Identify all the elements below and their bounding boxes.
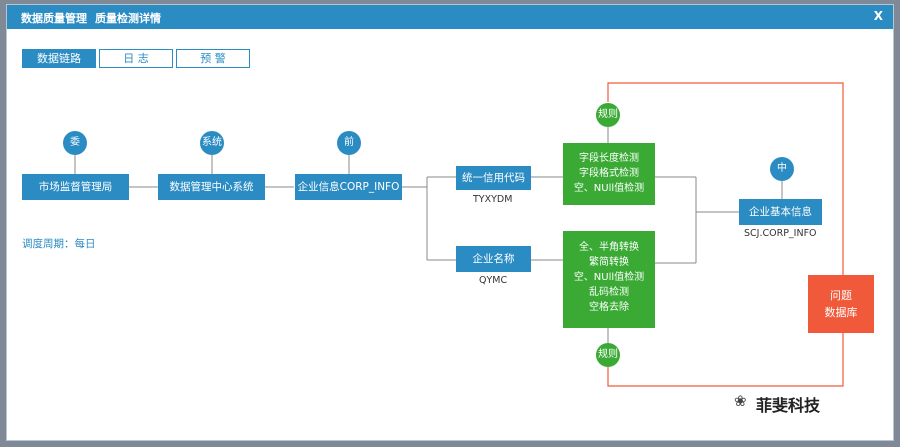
rule-item: 全、半角转换	[579, 242, 639, 253]
enterprise-basic-info-table: SCJ.CORP_INFO	[744, 228, 817, 239]
title-data-quality: 数据质量管理	[21, 12, 87, 25]
close-button[interactable]: X	[873, 9, 883, 23]
rule-item: 字段长度检测	[579, 153, 639, 164]
problem-db-line1: 问题	[830, 289, 852, 302]
rule-item: 空格去除	[589, 302, 629, 313]
rule-item: 字段格式检测	[579, 168, 639, 179]
node-corp-info[interactable]: 企业信息CORP_INFO	[295, 174, 402, 200]
watermark-right: 菲斐科技	[756, 396, 821, 415]
badge-rules-bottom: 规则	[596, 343, 620, 367]
rules-bottom-group[interactable]: 全、半角转换 繁简转换 空、NUll值检测 乱码检测 空格去除	[563, 231, 655, 328]
rule-item: 繁简转换	[589, 257, 629, 268]
badge-front: 前	[337, 131, 361, 155]
rule-item: 空、NUll值检测	[573, 183, 645, 194]
wechat-icon: ❀	[734, 392, 747, 410]
problem-db-line2: 数据库	[824, 306, 858, 319]
rule-item: 乱码检测	[589, 287, 629, 298]
schedule-cycle: 调度周期：每日	[22, 238, 96, 250]
node-data-center-system[interactable]: 数据管理中心系统	[158, 174, 265, 200]
tab-log[interactable]: 日 志	[99, 49, 173, 68]
badge-middle: 中	[770, 157, 794, 181]
tab-data-chain[interactable]: 数据链路	[22, 49, 96, 68]
badge-commission: 委	[63, 131, 87, 155]
badge-rules-top: 规则	[596, 103, 620, 127]
title-quality-detail: 质量检测详情	[95, 12, 161, 25]
badge-system: 系统	[200, 131, 224, 155]
watermark-left: 大数跨境	[10, 422, 63, 437]
credit-code-field-name: TYXYDM	[473, 194, 513, 205]
rules-top-group[interactable]: 字段长度检测 字段格式检测 空、NUll值检测	[563, 143, 655, 205]
rule-item: 空、NUll值检测	[573, 272, 645, 283]
company-name-field-name: QYMC	[479, 275, 508, 286]
dialog-titlebar: 数据质量管理 质量检测详情 X	[7, 5, 893, 29]
tab-alert[interactable]: 预 警	[176, 49, 250, 68]
node-enterprise-basic-info[interactable]: 企业基本信息	[739, 199, 822, 225]
node-company-name[interactable]: 企业名称	[456, 246, 531, 272]
node-credit-code[interactable]: 统一信用代码	[456, 166, 531, 190]
connector-lines	[74, 82, 844, 387]
problem-database[interactable]: 问题 数据库	[808, 275, 874, 333]
quality-detail-dialog: 数据质量管理 质量检测详情 X 数据链路 日 志 预 警	[6, 4, 894, 441]
node-market-bureau[interactable]: 市场监督管理局	[22, 174, 129, 200]
